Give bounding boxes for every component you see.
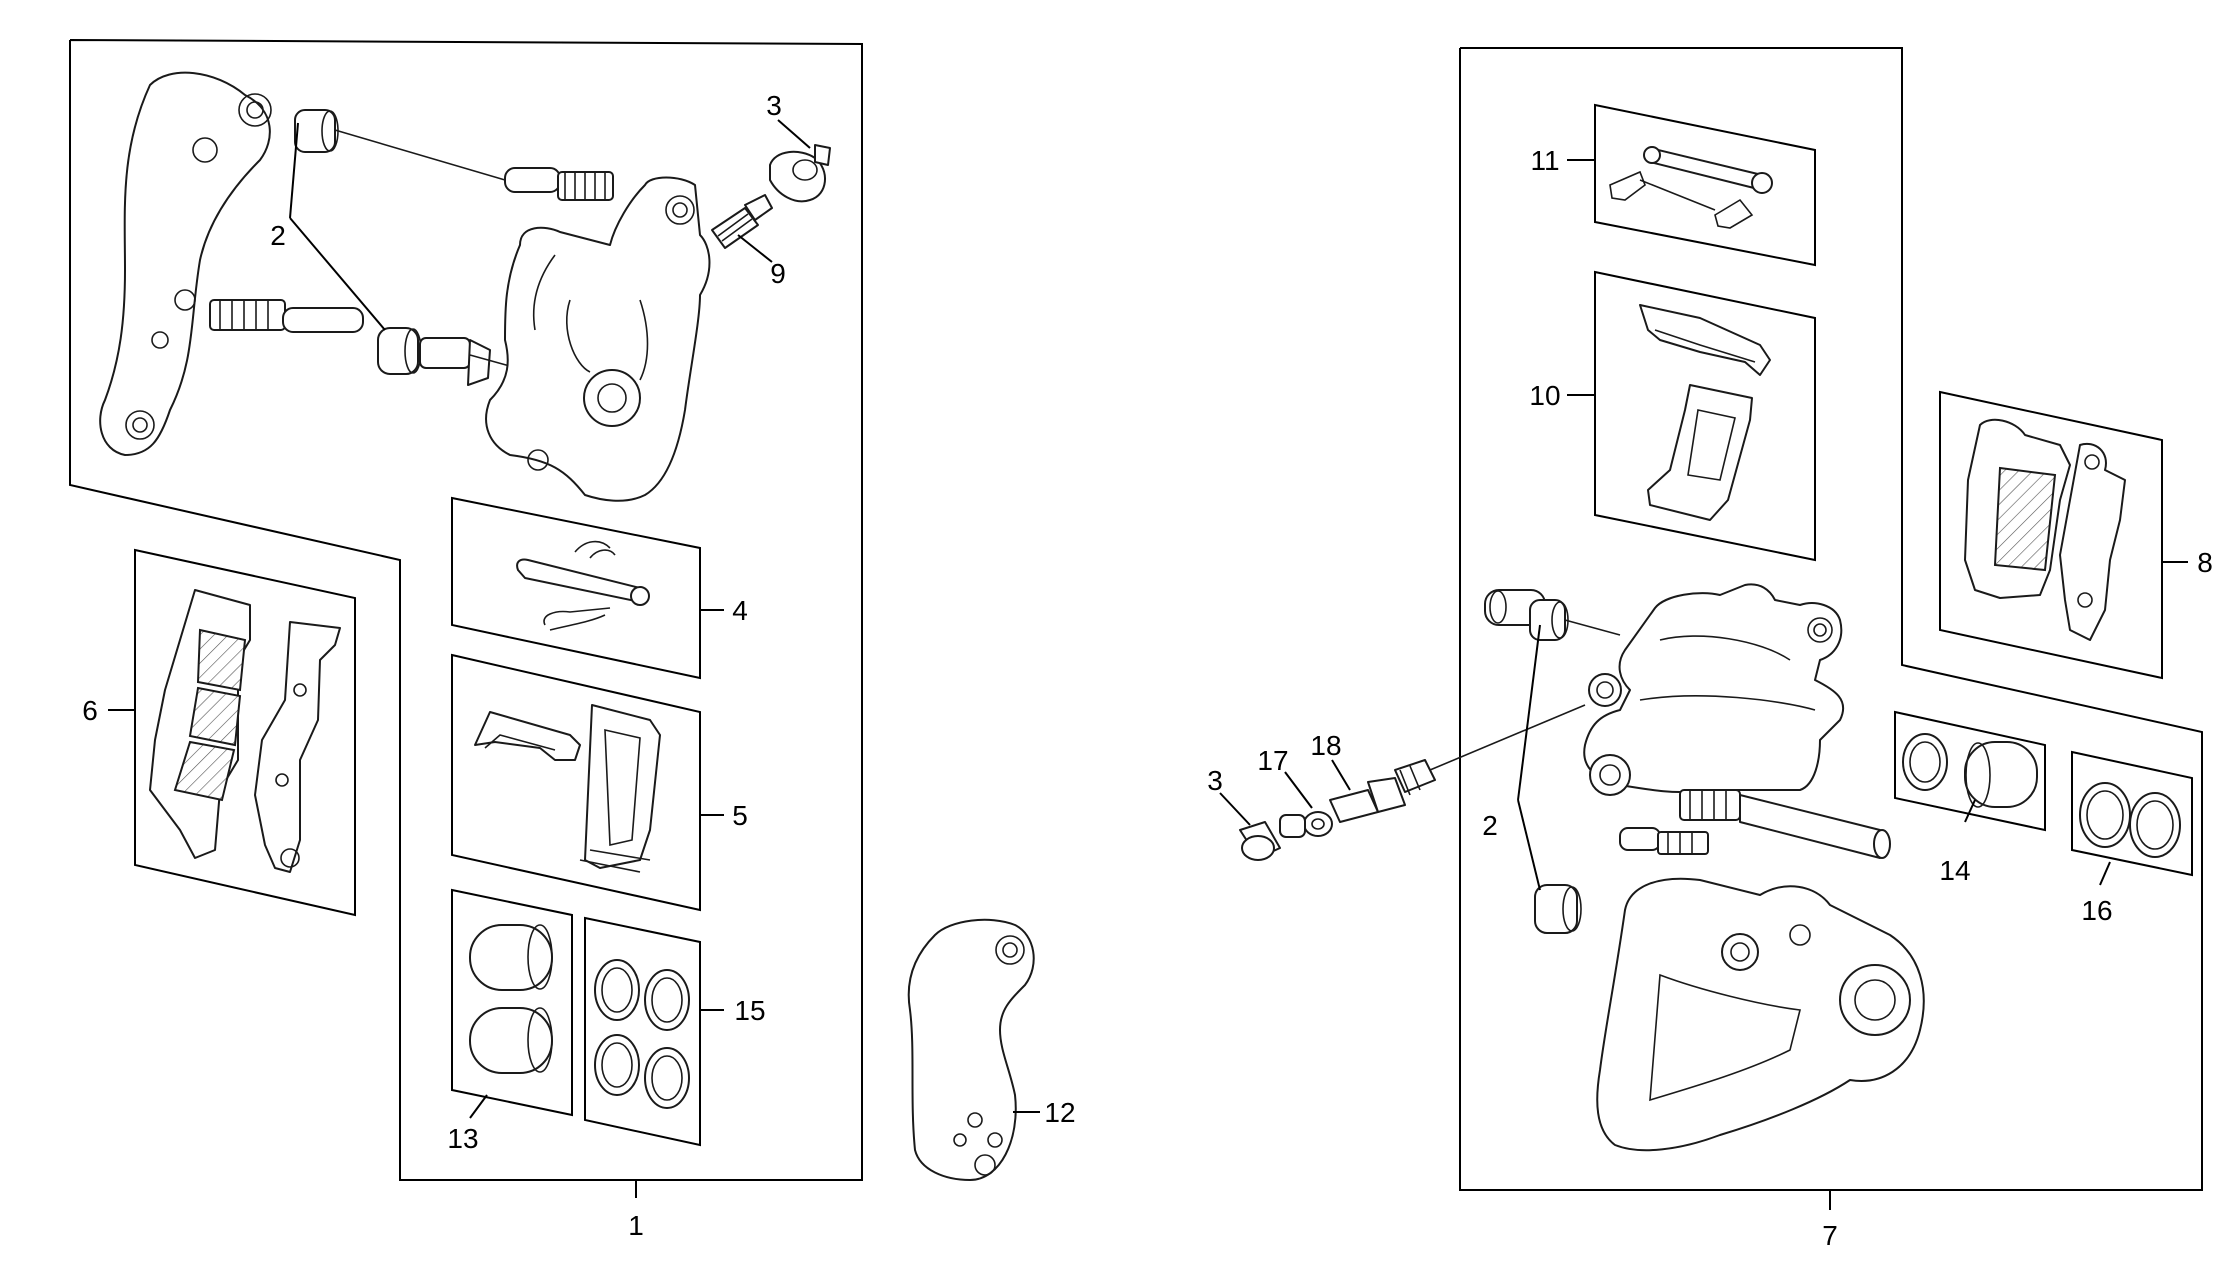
bushing-upper [294,109,336,153]
bleeder-cap-front [769,144,831,203]
pistons-front [469,924,553,1074]
callout-11: 11 [1530,145,1559,176]
callout-17: 17 [1257,745,1288,776]
pad-springs [474,704,661,873]
bushing-rear-upper [1529,599,1566,641]
callout-12: 12 [1044,1097,1075,1128]
box-spring-kit-rear [1594,270,1816,562]
box-spring-kit [451,653,701,912]
callout-6: 6 [82,695,98,726]
front-assembly-frame [69,39,863,1181]
slide-pin-lower [209,299,286,331]
box-brake-pads-rear [1939,390,2163,680]
pistons-rear [1902,733,2038,808]
rear-caliper-body [1583,583,1845,794]
callout-18: 18 [1310,730,1341,761]
callout-14: 14 [1939,855,1970,886]
box-pin-kit [451,496,701,680]
callout-7: 7 [1822,1220,1838,1251]
box-pin-kit-rear [1594,103,1816,267]
callout-10: 10 [1529,380,1560,411]
callout-3-rear: 3 [1207,765,1223,796]
pad-spring-rear [1639,304,1771,521]
piston-seals-rear [2079,782,2181,858]
callout-16: 16 [2081,895,2112,926]
callout-5: 5 [732,800,748,831]
piston-seals-front [594,959,690,1109]
leader-lines [108,119,2188,1210]
callout-2-rear: 2 [1482,810,1498,841]
brake-pads-rear [1964,418,2126,641]
callout-9: 9 [770,258,786,289]
box-pistons [451,888,573,1117]
caliper-mounting-bracket [99,71,271,456]
callout-13: 13 [447,1123,478,1154]
slide-pin-upper [504,167,561,193]
bleeder-screw-front [711,194,773,249]
pad-pin-with-clips [516,540,650,631]
rear-caliper-bracket [1596,877,1925,1152]
bushing-rear-lower [1534,884,1578,934]
rear-caliper-assembly [1239,47,2203,1191]
box-brake-pads-front [134,548,356,917]
box-pistons-rear [1894,710,2046,832]
callout-3-front: 3 [766,90,782,121]
box-seals-rear [2071,750,2193,877]
bleeder-cap-rear [1239,821,1281,861]
bleeder-screw-rear [1329,704,1586,823]
rear-assembly-frame [1459,47,2203,1191]
slide-pin-rear-short [1619,827,1709,855]
callout-1: 1 [628,1210,644,1241]
callout-labels: 1 2 3 4 5 6 9 12 13 15 7 8 10 11 14 16 2… [82,90,2213,1251]
front-caliper-body [485,176,711,502]
callout-15: 15 [734,995,765,1026]
pad-pin-rear [1609,146,1773,229]
callout-2-front: 2 [270,220,286,251]
brake-pads-front [149,589,341,873]
callout-8: 8 [2197,547,2213,578]
slide-pin-rear-long [1679,789,1891,859]
callout-4: 4 [732,595,748,626]
caliper-support-bracket-12 [907,918,1035,1181]
box-seals [584,916,701,1147]
bushing-lower [377,327,419,375]
front-caliper-assembly [69,39,1035,1181]
bleeder-seal-rear [1279,811,1333,838]
